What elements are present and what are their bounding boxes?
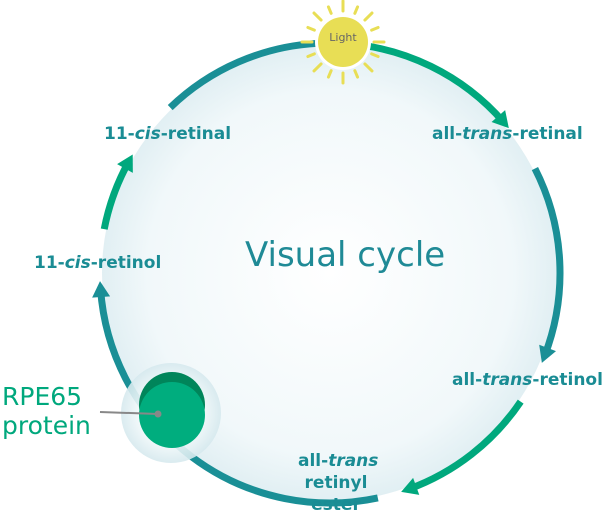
sun-ray: [370, 52, 380, 59]
sun-ray: [326, 5, 333, 15]
label-11-cis-retinol: 11-cis-retinol: [34, 253, 162, 273]
cycle-arc: [531, 166, 564, 357]
light-label: Light: [329, 31, 357, 44]
rpe65-protein: [99, 363, 221, 463]
sun-ray: [353, 69, 360, 79]
sun-ray: [370, 25, 380, 32]
sun-ray: [306, 52, 316, 59]
arrowhead-icon: [92, 281, 111, 298]
cycle-background: [102, 45, 558, 501]
sun-ray: [312, 62, 323, 73]
sun-ray: [353, 5, 360, 15]
sun-disc: [318, 17, 368, 67]
cycle-arc: [407, 399, 524, 493]
diagram-title: Visual cycle: [245, 235, 446, 275]
arrowhead-icon: [401, 477, 420, 495]
label-all-trans-retinal: all-trans-retinal: [432, 124, 583, 144]
sun-ray: [363, 11, 374, 22]
sun-ray: [312, 11, 323, 22]
arrowhead-icon: [117, 154, 133, 173]
label-all-trans-retinol: all-trans-retinol: [452, 370, 603, 390]
sun-ray: [363, 62, 374, 73]
arrowhead-icon: [491, 110, 509, 129]
cycle-arc: [167, 39, 319, 111]
sun-ray: [306, 25, 316, 32]
sun-ray: [326, 69, 333, 79]
sun-icon: [300, 0, 386, 85]
label-11-cis-retinal: 11-cis-retinal: [104, 124, 232, 144]
arrowhead-icon: [539, 344, 556, 363]
